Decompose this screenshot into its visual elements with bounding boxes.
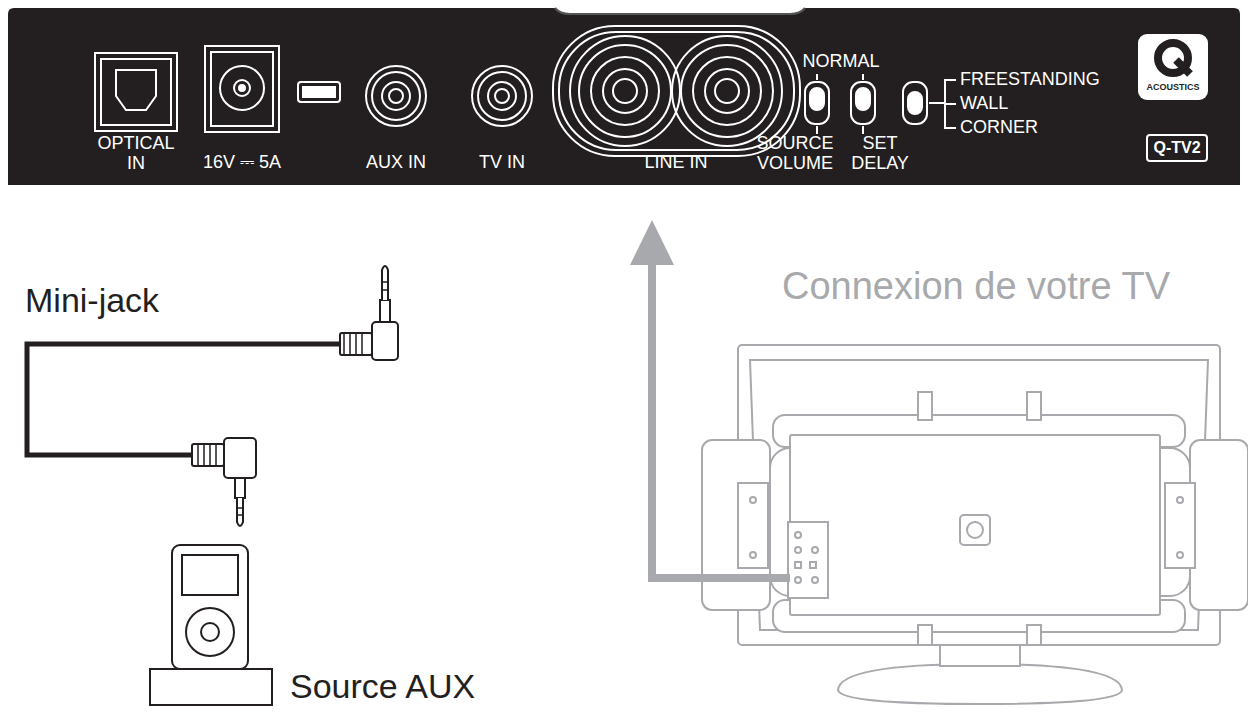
port-label: OPTICAL IN	[94, 134, 178, 174]
aux-jack	[366, 66, 426, 126]
section-title: Connexion de votre TV	[782, 266, 1170, 308]
toggle-switch	[851, 82, 875, 124]
switch-label: NORMAL	[802, 52, 879, 72]
node-text: ACOUSTICS	[1146, 83, 1199, 93]
power-socket	[205, 46, 279, 132]
port-label: AUX IN	[366, 153, 426, 173]
music-player	[150, 545, 272, 705]
optical-port	[95, 53, 177, 131]
port-label: 16V ⎓ 5A	[203, 153, 281, 173]
tv-rear	[702, 345, 1248, 704]
usb-port	[298, 82, 340, 102]
cable-label: Mini-jack	[25, 282, 159, 319]
source-label: Source AUX	[290, 668, 475, 705]
logo-badge-text: ACOUSTICS	[1144, 82, 1201, 94]
rca-jack	[570, 36, 680, 146]
connection-arrow	[630, 220, 790, 578]
model-box: Q-TV2	[1146, 134, 1207, 162]
switch-option: WALL	[960, 94, 1008, 114]
rca-jack	[672, 36, 782, 146]
toggle-switch	[903, 82, 927, 124]
tv-jack	[472, 66, 532, 126]
logo-badge	[1138, 34, 1208, 100]
switch-option: CORNER	[960, 118, 1038, 138]
switch-option: FREESTANDING	[960, 70, 1100, 90]
switch-label: SET DELAY	[845, 134, 915, 174]
port-label: LINE IN	[644, 153, 707, 173]
toggle-switch	[805, 82, 829, 124]
switch-label: SOURCE VOLUME	[750, 134, 840, 174]
port-label: TV IN	[479, 153, 525, 173]
node-text: Q-TV2	[1153, 139, 1200, 157]
rear-panel	[8, 8, 1240, 185]
